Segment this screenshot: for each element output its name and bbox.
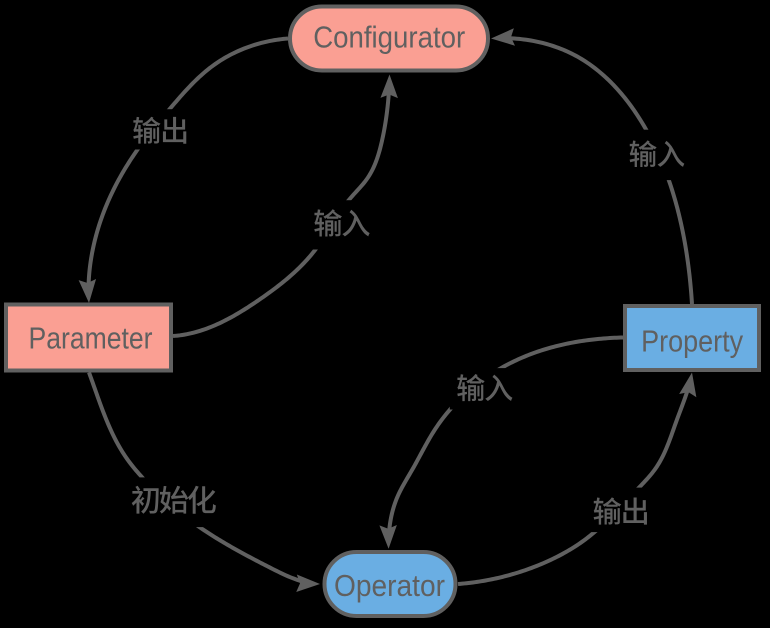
svg-text:Operator: Operator [334, 568, 445, 603]
svg-text:Property: Property [641, 323, 743, 358]
svg-text:Parameter: Parameter [29, 321, 153, 356]
svg-text:Configurator: Configurator [313, 20, 465, 55]
